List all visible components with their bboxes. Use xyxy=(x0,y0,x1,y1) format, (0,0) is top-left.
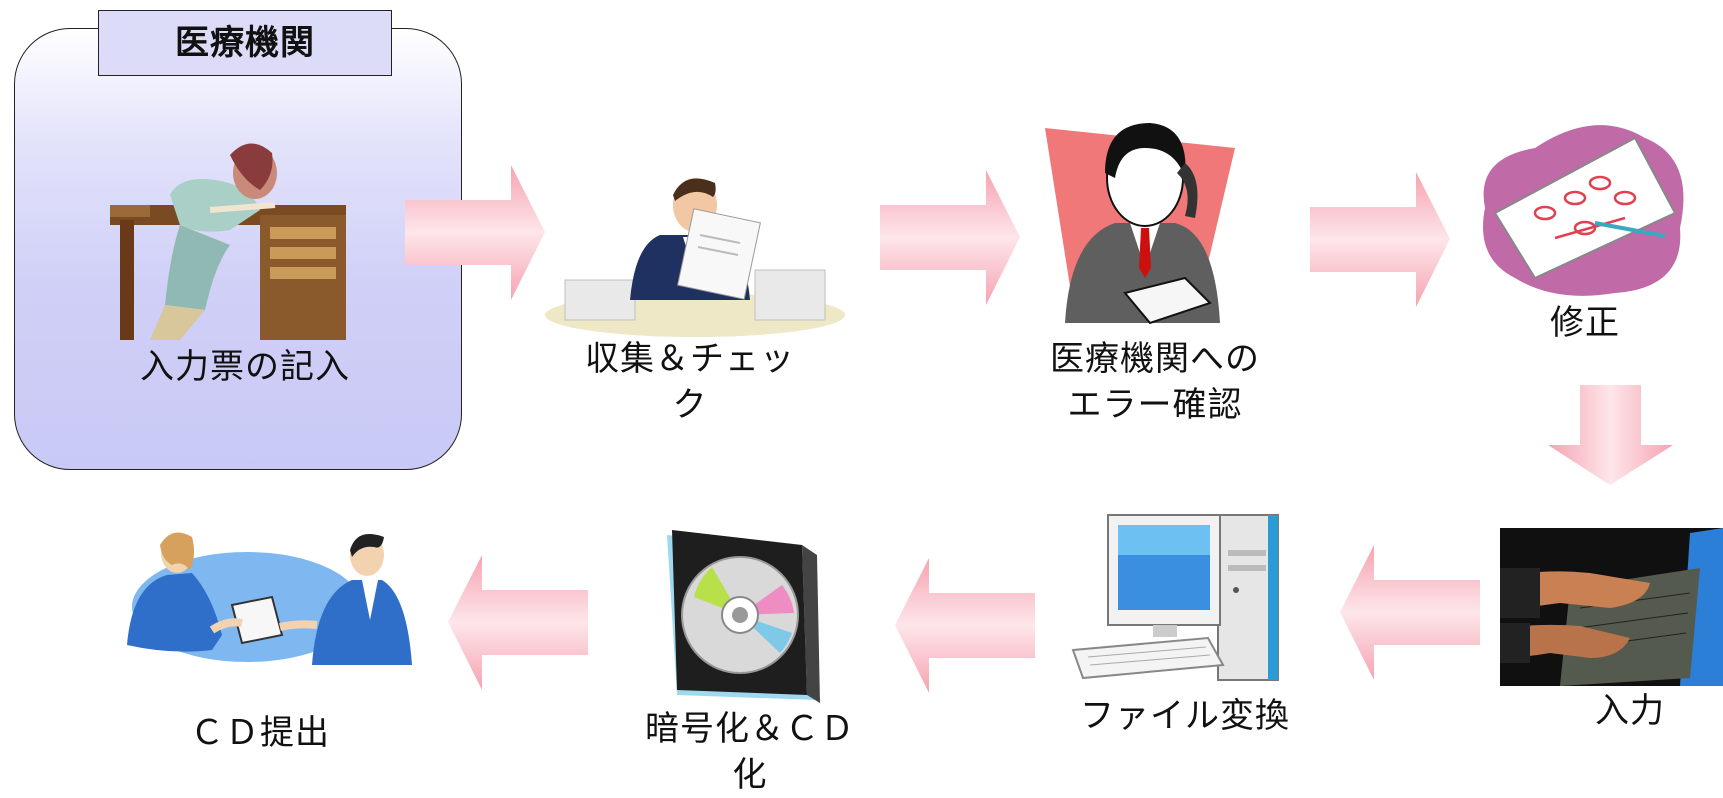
cd-case-icon xyxy=(667,530,820,703)
writing-person-icon xyxy=(110,143,346,340)
notepad-correction-icon xyxy=(1483,125,1684,296)
typing-keyboard-icon xyxy=(1500,528,1723,686)
reading-documents-icon xyxy=(545,178,845,337)
computer-icon xyxy=(1071,514,1279,681)
institution-box xyxy=(14,28,462,470)
institution-title: 医療機関 xyxy=(98,10,392,76)
step-fix-label: 修正 xyxy=(1550,303,1620,343)
phone-call-icon xyxy=(1045,123,1235,325)
arrow-right-icon xyxy=(880,170,1020,305)
step-collect-label: 収集＆チェッ ク xyxy=(585,339,795,425)
step-convert-label: ファイル変換 xyxy=(1080,696,1290,736)
step-input-label: 入力 xyxy=(1595,691,1665,731)
step-encrypt-label: 暗号化＆ＣＤ 化 xyxy=(645,709,855,795)
arrow-left-icon xyxy=(448,555,588,690)
arrow-right-icon xyxy=(405,165,545,300)
arrow-down-icon xyxy=(1548,385,1673,485)
institution-step-label: 入力票の記入 xyxy=(140,347,350,387)
arrow-right-icon xyxy=(1310,172,1450,307)
document-handover-icon xyxy=(127,532,412,665)
arrow-left-icon xyxy=(1340,545,1480,680)
step-confirm-label: 医療機関への エラー確認 xyxy=(1050,339,1260,425)
step-submit-label: ＣＤ提出 xyxy=(190,713,330,753)
arrow-left-icon xyxy=(895,558,1035,693)
